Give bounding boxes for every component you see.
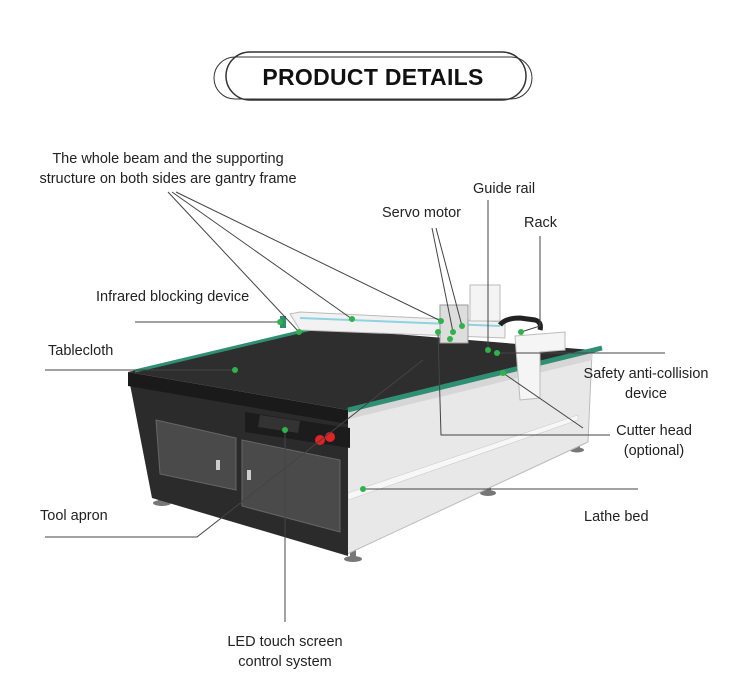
callout-markers — [232, 316, 524, 492]
label-safety-line2: device — [625, 386, 667, 402]
label-gantry-line2: structure on both sides are gantry frame — [39, 171, 297, 187]
label-safety-line1: Safety anti-collision — [583, 366, 709, 382]
label-tool-apron: Tool apron — [40, 508, 108, 524]
label-gantry-line1: The whole beam and the supporting — [52, 151, 284, 167]
label-led-line1: LED touch screen — [227, 634, 343, 650]
page-title: PRODUCT DETAILS — [262, 63, 484, 90]
title-frame — [213, 51, 533, 101]
cutting-machine-illustration — [128, 284, 603, 562]
label-gantry-frame: The whole beam and the supporting struct… — [28, 149, 308, 189]
label-rack: Rack — [524, 215, 558, 231]
label-safety-device: Safety anti-collision device — [566, 364, 726, 404]
label-led-control: LED touch screen control system — [200, 632, 370, 672]
callout-lines — [45, 191, 665, 622]
label-servo-motor: Servo motor — [382, 205, 461, 221]
label-tablecloth: Tablecloth — [48, 343, 114, 359]
label-cutter-line2: (optional) — [623, 443, 685, 459]
label-infrared-blocking-device: Infrared blocking device — [96, 289, 250, 305]
label-led-line2: control system — [238, 654, 332, 670]
label-lathe-bed: Lathe bed — [584, 509, 649, 525]
label-guide-rail: Guide rail — [473, 181, 536, 197]
label-cutter-line1: Cutter head — [616, 423, 692, 439]
label-cutter-head: Cutter head (optional) — [604, 421, 704, 461]
